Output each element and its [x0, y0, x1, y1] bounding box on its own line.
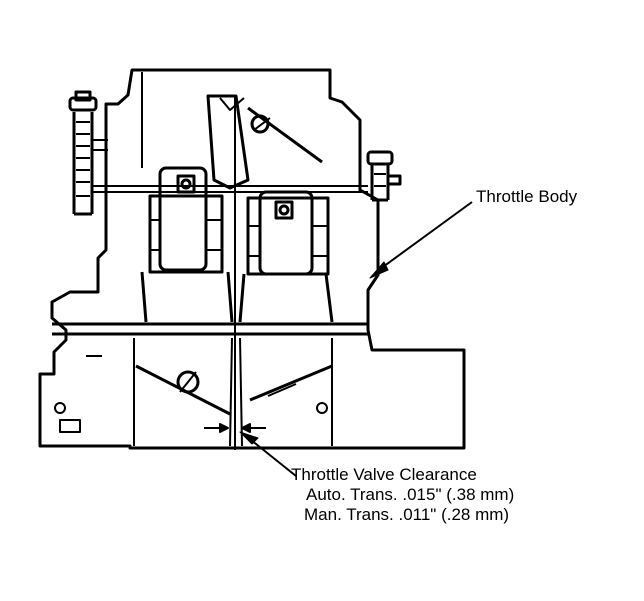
left-bore-wall	[140, 271, 234, 323]
throttle-body-outline	[38, 68, 466, 450]
throttle-body-label: Throttle Body	[476, 187, 578, 206]
clearance-arrows	[204, 423, 266, 433]
auto-trans-spec: Auto. Trans. .015" (.38 mm)	[306, 485, 515, 504]
choke-rod	[247, 106, 323, 164]
right-screw	[366, 150, 402, 202]
man-trans-spec: Man. Trans. .011" (.28 mm)	[304, 505, 510, 524]
left-throttle-plate	[135, 364, 231, 416]
throttle-body-leader	[369, 201, 473, 279]
throttle-shaft	[92, 185, 368, 193]
throttle-valve-clearance-label: Throttle Valve Clearance	[291, 465, 477, 484]
left-lever	[148, 166, 224, 274]
clearance-leader	[239, 431, 297, 477]
right-lever	[246, 190, 330, 276]
center-wedge	[206, 94, 250, 190]
gasket-line	[52, 322, 368, 336]
right-throttle-plate	[249, 364, 333, 402]
right-bore-wall	[238, 273, 334, 323]
left-screw	[68, 90, 108, 216]
